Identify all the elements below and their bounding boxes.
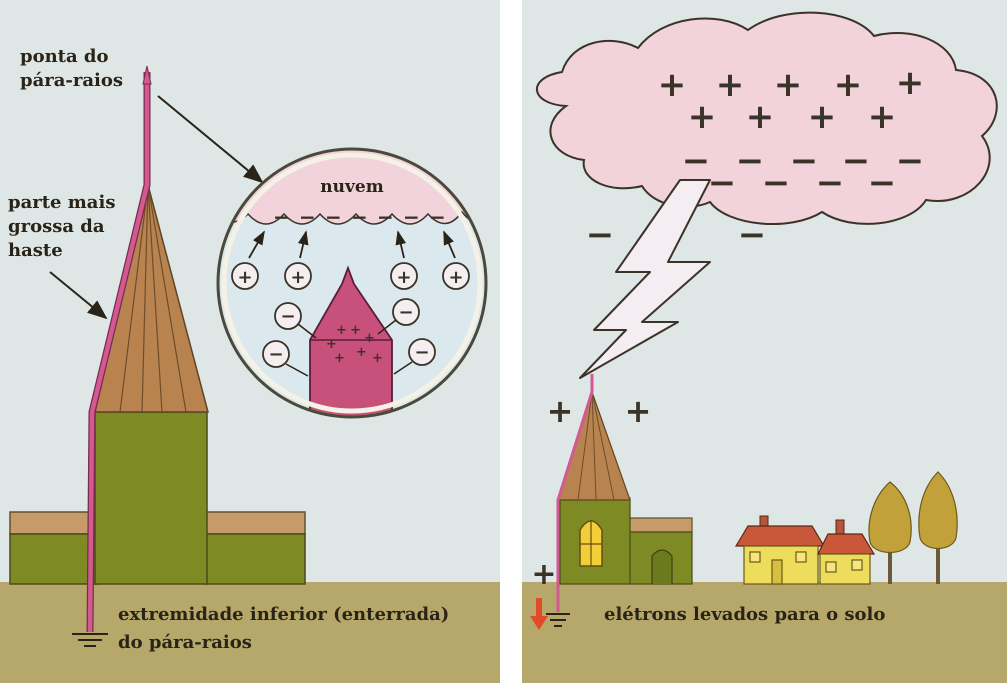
right-wing-roof <box>204 511 306 535</box>
negative-ion: − <box>274 302 302 330</box>
charge-plus: + <box>531 557 556 592</box>
charge-minus: − <box>351 205 368 229</box>
svg-text:+: + <box>396 267 411 288</box>
negative-ion: − <box>262 340 290 368</box>
charge-minus: − <box>429 205 446 229</box>
svg-text:+: + <box>350 323 361 338</box>
church-annex-roof <box>627 517 693 533</box>
svg-text:+: + <box>356 345 367 360</box>
negative-ion: − <box>392 298 420 326</box>
tree <box>868 481 912 584</box>
charge-minus: − <box>816 163 845 203</box>
charge-minus: − <box>299 205 316 229</box>
svg-text:+: + <box>336 323 347 338</box>
label-rod-tip: ponta do pára-raios <box>20 46 123 91</box>
label-rod-thick: parte mais grossa da haste <box>8 192 122 261</box>
ground <box>0 582 500 683</box>
svg-text:−: − <box>414 342 429 363</box>
charge-plus: + <box>625 392 652 430</box>
svg-text:+: + <box>334 351 345 366</box>
inset-cloud-label: nuvem <box>320 177 383 197</box>
tree <box>918 471 958 584</box>
charge-plus: + <box>658 65 687 105</box>
svg-text:−: − <box>280 306 295 327</box>
svg-text:+: + <box>326 337 337 352</box>
charge-plus: + <box>688 97 717 137</box>
pointer-arrow-tip <box>157 95 264 184</box>
charge-minus: − <box>762 163 791 203</box>
rod-tip <box>142 65 152 85</box>
annex-door <box>651 549 673 584</box>
tower-charges: + + + + + + + <box>326 323 383 366</box>
ground <box>522 582 1007 683</box>
charge-minus: − <box>736 141 765 181</box>
charge-plus: + <box>868 97 897 137</box>
charge-plus: + <box>808 97 837 137</box>
charge-minus: − <box>682 141 711 181</box>
charge-minus: − <box>738 215 767 255</box>
right-panel: + + + + + + + + + − − − − − − − − − − − … <box>522 0 1007 683</box>
charge-plus: + <box>834 65 863 105</box>
charge-minus: − <box>842 141 871 181</box>
svg-text:+: + <box>290 267 305 288</box>
charge-minus: − <box>325 205 342 229</box>
caption-electrons-to-ground: elétrons levados para o solo <box>604 604 885 625</box>
svg-text:+: + <box>364 331 375 346</box>
ground-symbol <box>546 613 570 627</box>
charge-plus: + <box>774 65 803 105</box>
pointer-arrow-thick <box>49 271 108 320</box>
storm-cloud <box>536 11 998 226</box>
charge-minus: − <box>896 141 925 181</box>
inset-spire <box>309 265 393 417</box>
zoom-inset: nuvem − − − − − − − + + + <box>216 147 488 419</box>
charge-minus: − <box>868 163 897 203</box>
positive-ion: + <box>442 262 470 290</box>
charge-plus: + <box>716 65 745 105</box>
svg-text:−: − <box>268 344 283 365</box>
electron-flow-arrow <box>530 598 548 630</box>
charge-minus: − <box>790 141 819 181</box>
charge-plus: + <box>896 63 925 103</box>
tower-wall <box>94 411 208 585</box>
cloud-positive-charges: + + + + + + + + + <box>658 63 925 137</box>
left-panel: ponta do pára-raios parte mais grossa da… <box>0 0 500 683</box>
svg-text:+: + <box>448 267 463 288</box>
positive-ion: + <box>284 262 312 290</box>
lightning-bolt <box>579 179 711 379</box>
right-illustration: + + + + + + + + + − − − − − − − − − − − … <box>522 0 1007 683</box>
charge-minus: − <box>403 205 420 229</box>
svg-text:+: + <box>372 351 383 366</box>
house-right <box>817 519 876 585</box>
positive-ion: + <box>390 262 418 290</box>
charge-minus: − <box>586 215 615 255</box>
charge-minus: − <box>273 205 290 229</box>
small-lightning-rod <box>556 374 594 612</box>
left-illustration: ponta do pára-raios parte mais grossa da… <box>0 0 500 683</box>
inset-cloud-charges: − − − − − − − <box>273 205 446 229</box>
negative-ion: − <box>408 338 436 366</box>
charge-minus: − <box>377 205 394 229</box>
svg-text:−: − <box>398 302 413 323</box>
house-left <box>734 515 826 585</box>
ground-symbol <box>72 633 108 647</box>
right-wing-wall <box>204 533 306 585</box>
positive-ion: + <box>231 262 259 290</box>
charge-minus: − <box>708 163 737 203</box>
cloud-negative-charges: − − − − − − − − − <box>682 141 925 203</box>
left-wing-roof <box>9 511 101 535</box>
svg-text:+: + <box>237 267 252 288</box>
charge-plus: + <box>547 392 574 430</box>
label-rod-bottom: extremidade inferior (enterrada) do pára… <box>118 604 456 653</box>
left-wing-wall <box>9 533 101 585</box>
charge-plus: + <box>746 97 775 137</box>
